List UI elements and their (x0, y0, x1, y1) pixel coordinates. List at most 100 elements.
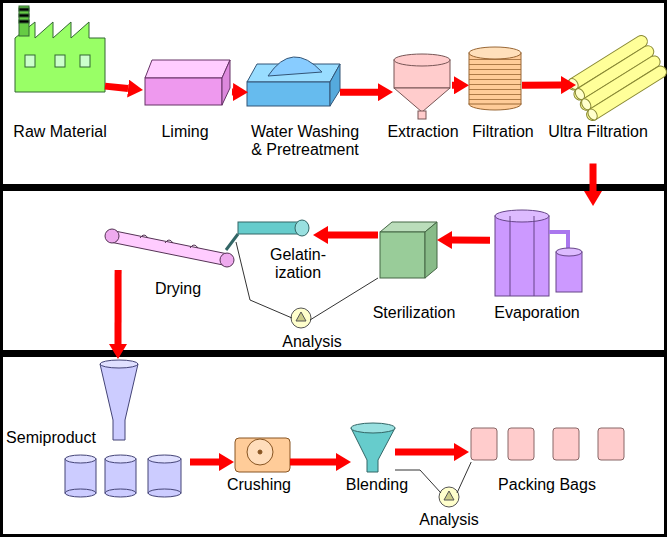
semiproduct-hopper-part (100, 364, 138, 440)
analysis-point: Analysis (291, 308, 311, 328)
extraction-step: Extraction (392, 52, 452, 120)
evaporator-part (510, 216, 511, 296)
flow-arrow (522, 82, 561, 89)
filter-stack-part (469, 47, 521, 59)
evaporator-part (556, 252, 582, 292)
semiproduct-hopper-part (148, 489, 181, 497)
evaporator-part (495, 216, 549, 296)
blending-funnel-part (351, 428, 395, 472)
analysis-symbol-part (291, 308, 311, 328)
step-label: Analysis (419, 511, 479, 529)
flow-arrow (115, 270, 122, 344)
sterilizer-cube-part (425, 222, 437, 278)
step-label: Drying (155, 280, 201, 298)
packing-bags-part (471, 428, 497, 460)
filtration-step: Filtration (468, 45, 522, 110)
step-label: Filtration (472, 123, 533, 141)
flow-arrow (590, 163, 597, 191)
step-label: Semiproduct (6, 429, 96, 447)
blending-funnel-part (351, 423, 395, 433)
factory-icon-part (19, 14, 29, 17)
blending-funnel (351, 423, 395, 472)
step-label: Evaporation (494, 304, 579, 322)
ultrafilter-tubes-part (586, 107, 599, 121)
flow-arrow (452, 236, 490, 243)
analysis-line (310, 278, 378, 320)
packing-bags (471, 428, 624, 460)
extraction-tank-part (394, 54, 450, 66)
washing-tank-part (268, 57, 322, 76)
semiproduct-hopper-part (65, 455, 96, 463)
semiproduct-hopper-part (148, 459, 181, 493)
gelatinization-step: Gelatin- ization (236, 220, 314, 242)
factory-icon-part (25, 55, 35, 67)
factory-icon-part (80, 55, 90, 67)
factory-icon-part (55, 55, 65, 67)
factory-icon-part (19, 20, 29, 23)
ultrafiltration-step: Ultra Filtration (575, 40, 660, 115)
packing-bags-part (553, 428, 579, 460)
step-label: Crushing (227, 476, 291, 494)
semiproduct-hopper-part (100, 360, 138, 368)
flow-arrow (232, 89, 233, 96)
semiproduct-hopper-part (65, 459, 96, 493)
semiproduct-hopper-part (105, 455, 136, 463)
frame-part (0, 350, 667, 357)
packing-bags-part (508, 428, 534, 460)
semiproduct-hopper-part (105, 459, 136, 493)
flow-arrow (452, 82, 454, 89)
analysis-symbol-part (439, 487, 459, 507)
liming-tank (145, 60, 230, 105)
extraction-tank-part (394, 88, 450, 112)
dryer-belt-part (140, 235, 198, 248)
step-label: Blending (346, 476, 408, 494)
flow-arrow (105, 86, 128, 88)
analysis-symbol-part (296, 312, 306, 321)
analysis-line (457, 462, 471, 493)
dryer-belt-part (105, 229, 119, 243)
evaporation-step: Evaporation (490, 205, 598, 300)
blending-step: Blending (350, 424, 395, 474)
crusher-part (235, 438, 290, 472)
sterilization-step: Sterilization (378, 222, 438, 278)
step-label: Gelatin- ization (267, 246, 329, 283)
flow-arrow (290, 458, 336, 465)
washing-tank-part (330, 64, 340, 106)
liming-step: Liming (142, 58, 232, 108)
sterilizer-cube (380, 222, 437, 278)
semiproduct-hopper-part (148, 455, 181, 463)
analysis-symbol-part (444, 491, 454, 500)
liming-tank-part (145, 60, 230, 78)
evaporator-part (556, 248, 582, 256)
liming-tank-part (222, 60, 230, 105)
frame-part (0, 184, 667, 191)
extraction-tank (394, 54, 450, 119)
step-label: Sterilization (373, 304, 456, 322)
liming-tank-part (145, 78, 222, 105)
step-label: Raw Material (13, 123, 106, 141)
analysis-point: Analysis (439, 487, 459, 507)
dryer-belt-part (110, 230, 228, 266)
extraction-tank-part (418, 111, 426, 119)
evaporator-part (534, 216, 535, 296)
filter-stack-part (469, 53, 521, 104)
washing-tank-part (247, 82, 330, 106)
step-label: Extraction (387, 123, 458, 141)
dryer-belt-part (238, 222, 300, 234)
flow-arrow (395, 449, 454, 456)
factory-icon-part (19, 8, 29, 11)
filter-stack (469, 47, 521, 110)
drying-step: Drying (105, 222, 236, 270)
semiproduct-hopper-part (65, 489, 96, 497)
washing-tank (247, 57, 340, 106)
dryer-belt-part (295, 220, 309, 236)
flow-arrow (328, 231, 378, 238)
factory-step: Raw Material (15, 8, 105, 92)
factory-icon (15, 6, 105, 92)
packing-step: Packing Bags (468, 424, 628, 462)
step-label: Analysis (282, 333, 342, 351)
